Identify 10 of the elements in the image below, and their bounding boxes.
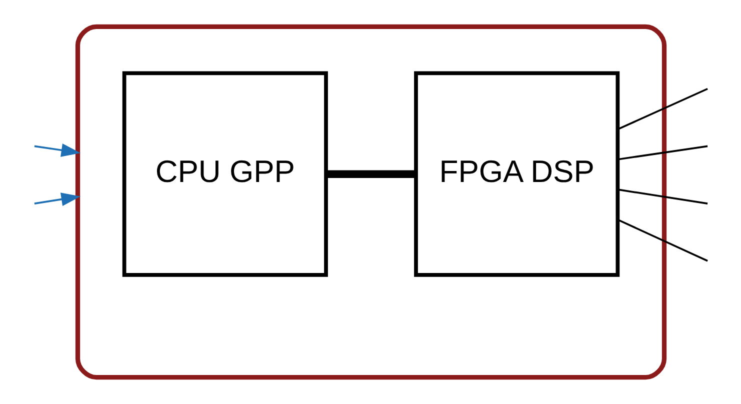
- connector: [617, 218, 708, 262]
- connector: [617, 145, 708, 160]
- arrow: [34, 192, 80, 206]
- connector: [617, 88, 708, 130]
- cluster: [74, 24, 666, 380]
- node-box: CPU GPP: [122, 71, 328, 277]
- connector: [617, 188, 708, 204]
- arrow: [34, 143, 80, 157]
- node-box: FPGA DSP: [414, 71, 620, 277]
- connector: [326, 170, 416, 178]
